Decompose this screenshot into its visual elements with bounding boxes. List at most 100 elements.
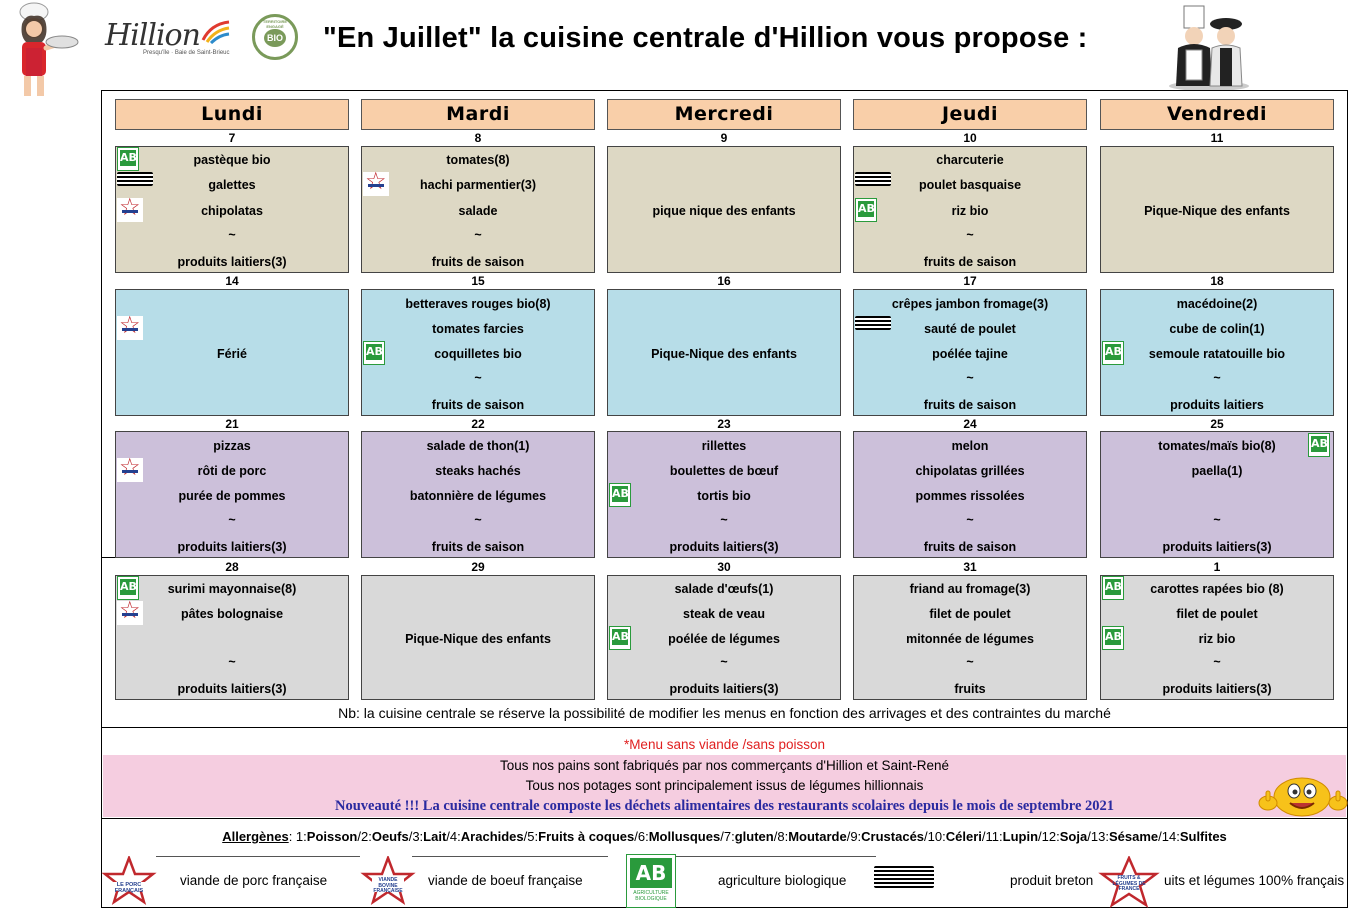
allergen-number: 11 [985, 829, 1000, 844]
legend-beef-line [412, 856, 608, 857]
menu-item: fruits de saison [923, 540, 1017, 554]
legend-pork-text: viande de porc française [180, 873, 328, 888]
day-number: 8 [474, 131, 482, 145]
allergen-number: 9 [850, 829, 858, 844]
menu-item: Férié [217, 347, 247, 361]
fruits-legumes-logo: FRUITS & LÉGUMES DE FRANCE [1098, 854, 1160, 908]
menu-item: ~ [720, 513, 728, 527]
menu-item: riz bio [1198, 632, 1236, 646]
day-number: 21 [225, 417, 239, 431]
disclaimer-note: Nb: la cuisine centrale se réserve la po… [338, 705, 1111, 721]
day-number: 29 [471, 560, 485, 574]
hillion-logo-subtitle: Presqu'île · Baie de Saint-Brieuc [143, 50, 230, 56]
bio-territoire-seal: TERRITOIRE ENGAGÉ BIO [252, 14, 298, 60]
allergen-name: Moutarde [788, 829, 847, 844]
menu-item: macédoine(2) [1176, 297, 1258, 311]
menu-item: ~ [228, 513, 236, 527]
menu-item: fruits de saison [431, 540, 525, 554]
menu-item: Pique-Nique des enfants [405, 632, 551, 646]
menu-item: Pique-Nique des enfants [651, 347, 797, 361]
menu-item: fruits de saison [431, 255, 525, 269]
menu-item: tortis bio [697, 489, 751, 503]
hillion-logo-text: Hillion [105, 18, 201, 53]
allergen-name: Sésame [1108, 829, 1159, 844]
menu-cell: macédoine(2)cube de colin(1)semoule rata… [1100, 289, 1334, 416]
menu-item: rôti de porc [197, 464, 267, 478]
menu-item: hachi parmentier(3) [419, 178, 536, 192]
smiley-thumbs-up [1258, 773, 1348, 819]
menu-item: Pique-Nique des enfants [1144, 204, 1290, 218]
legend-bio-line [676, 856, 876, 857]
allergen-number: 14 [1161, 829, 1177, 844]
compost-news: Nouveauté !!! La cuisine centrale compos… [334, 798, 1114, 814]
bread-info: Tous nos pains sont fabriqués par nos co… [499, 758, 950, 773]
menu-item: ~ [966, 513, 974, 527]
day-header-mercredi: Mercredi [607, 99, 841, 130]
menu-item: galettes [208, 178, 256, 192]
menu-frame [101, 90, 1348, 908]
viande-bovine-star-icon [360, 854, 416, 905]
ab-logo-icon [363, 341, 385, 365]
porc-logo-text: LE PORC FRANÇAIS [114, 882, 144, 894]
menu-item: produits laitiers(3) [1162, 540, 1272, 554]
allergen-name: Mollusques [648, 829, 721, 844]
menu-item: filet de poulet [1176, 607, 1258, 621]
star-label-icon [117, 195, 143, 222]
allergen-number: 6 [637, 829, 646, 844]
ab-logo-icon [855, 198, 877, 222]
menu-cell: Pique-Nique des enfants [361, 575, 595, 700]
chef-mascot [4, 2, 84, 100]
menu-item: produits laitiers(3) [177, 540, 287, 554]
menu-cell: Pique-Nique des enfants [1100, 146, 1334, 273]
ab-legend-text: AB [635, 861, 667, 885]
allergen-number: 7 [723, 829, 732, 844]
breton-flag-icon [855, 316, 891, 330]
menu-item: purée de pommes [178, 489, 286, 503]
day-number: 11 [1210, 131, 1224, 145]
menu-item: batonnière de légumes [409, 489, 547, 503]
hillion-logo: Hillion Presqu'île · Baie de Saint-Brieu… [105, 18, 233, 60]
menu-item: rillettes [701, 439, 747, 453]
soup-info: Tous nos potages sont principalement iss… [525, 778, 924, 793]
menu-item: ~ [474, 228, 482, 242]
menu-item: coquilletes bio [434, 347, 522, 361]
menu-item: ~ [474, 371, 482, 385]
day-number: 10 [963, 131, 977, 145]
ab-legend-subtext: AGRICULTURE BIOLOGIQUE [633, 890, 669, 902]
porc-francais-star-icon [101, 854, 157, 905]
star-label-icon [117, 313, 143, 340]
menu-cell: pique nique des enfants [607, 146, 841, 273]
menu-item: cube de colin(1) [1169, 322, 1265, 336]
allergen-name: Céleri [945, 829, 982, 844]
beef-logo-text: VIANDE BOVINE FRANÇAISE [373, 877, 403, 894]
menu-cell: Férié [115, 289, 349, 416]
day-number: 30 [717, 560, 731, 574]
allergen-list: Allergènes: 1:Poisson/2:Oeufs/3:Lait/4:A… [222, 829, 1227, 844]
bio-seal-text: BIO [266, 33, 283, 43]
fruits-logo-text: FRUITS & LÉGUMES DE FRANCE [1112, 875, 1146, 892]
menu-item: pique nique des enfants [652, 204, 796, 218]
menu-item: ~ [966, 655, 974, 669]
menu-item: ~ [228, 655, 236, 669]
allergen-label: Allergènes [222, 829, 289, 844]
menu-item: produits laitiers(3) [177, 255, 287, 269]
menu-item: salade de thon(1) [426, 439, 530, 453]
ab-logo-icon [1102, 341, 1124, 365]
day-number: 1 [1213, 560, 1221, 574]
menu-item: fruits de saison [431, 398, 525, 412]
legend-pork-line [156, 856, 360, 857]
day-number: 23 [717, 417, 731, 431]
legend-bio-text: agriculture biologique [718, 873, 847, 888]
smiley-thumbs-up-icon [1258, 777, 1348, 817]
day-number: 17 [963, 274, 977, 288]
allergen-number: 2 [360, 829, 369, 844]
star-label-icon [117, 455, 143, 482]
allergen-name: Sulfites [1179, 829, 1227, 844]
menu-item: charcuterie [936, 153, 1004, 167]
menu-item: pâtes bolognaise [180, 607, 284, 621]
ab-logo-icon [117, 147, 139, 171]
menu-item: pommes rissolées [915, 489, 1025, 503]
